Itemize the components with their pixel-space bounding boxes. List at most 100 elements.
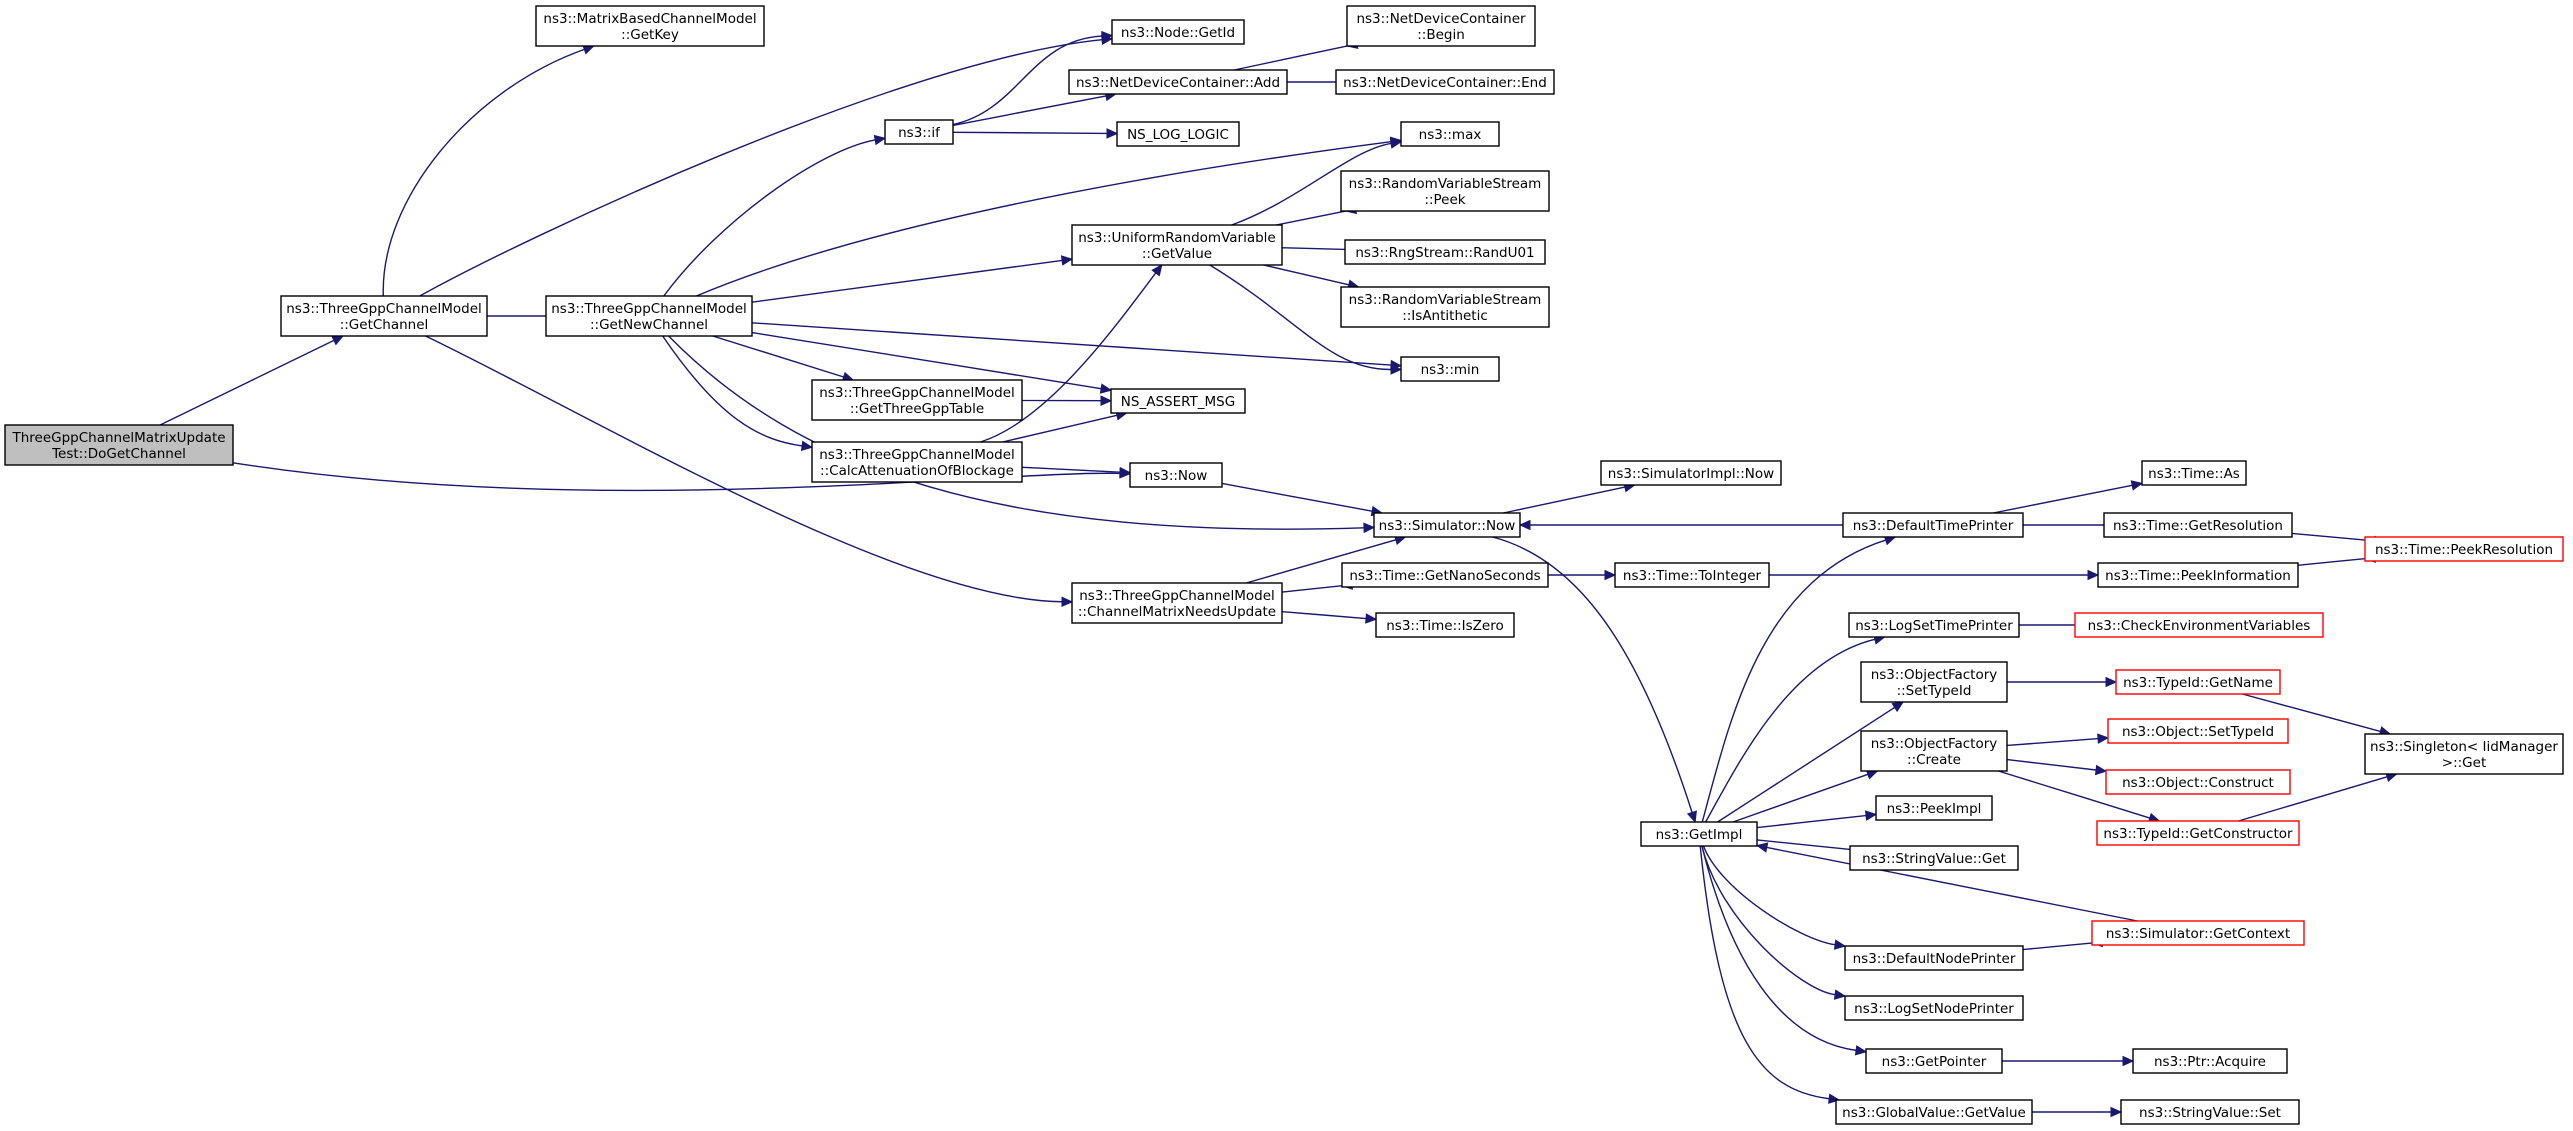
arrowhead [2130,480,2144,491]
node-defNodePrinter[interactable]: ns3::DefaultNodePrinter [1844,945,2024,971]
node-label: ns3::Object::SetTypeId [2122,724,2274,740]
arrowhead [331,335,345,346]
node-timeAs[interactable]: ns3::Time::As [2141,460,2247,486]
node-box [1400,121,1500,147]
node-objSetType[interactable]: ns3::Object::SetTypeId [2107,718,2289,744]
node-peekImpl[interactable]: ns3::PeekImpl [1875,795,1993,821]
node-getChannel[interactable]: ns3::ThreeGppChannelModel::GetChannel [280,295,488,337]
node-peekRes[interactable]: ns3::Time::PeekResolution [2364,536,2564,562]
edge-line [751,331,1102,390]
edge-simCtx-to-getImpl [1755,842,2138,922]
arrowhead [1100,395,1113,406]
node-label: ns3::LogSetTimePrinter [1855,618,2013,634]
arrowhead [1151,264,1163,277]
node-getRes[interactable]: ns3::Time::GetResolution [2103,512,2293,538]
node-label: ns3::ThreeGppChannelModel [819,447,1015,463]
edge-line [159,339,335,426]
node-assertMsg[interactable]: NS_ASSERT_MSG [1110,388,1246,414]
node-gvGetValue[interactable]: ns3::GlobalValue::GetValue [1835,1099,2033,1125]
node-label: NS_LOG_LOGIC [1127,127,1229,143]
node-box [1860,661,2008,703]
node-box [4,424,234,466]
node-calcAtt[interactable]: ns3::ThreeGppChannelModel::CalcAttenuati… [811,441,1023,483]
node-box [1875,795,1993,821]
node-ndcBegin[interactable]: ns3::NetDeviceContainer::Begin [1346,5,1536,47]
edge-line [1701,845,1836,996]
node-checkEnv[interactable]: ns3::CheckEnvironmentVariables [2074,612,2324,638]
node-ndcEnd[interactable]: ns3::NetDeviceContainer::End [1335,69,1555,95]
node-logSetNode[interactable]: ns3::LogSetNodePrinter [1844,995,2024,1021]
edge-line [2006,758,2098,771]
node-max[interactable]: ns3::max [1400,121,1500,147]
node-simNow[interactable]: ns3::Simulator::Now [1373,512,1521,538]
edge-line [1492,536,1693,813]
arrowhead [1833,989,1847,1000]
node-label: ns3::NetDeviceContainer::Add [1076,75,1280,91]
node-peekInfo[interactable]: ns3::Time::PeekInformation [2097,562,2299,588]
node-label: ns3::Object::Construct [2122,775,2274,791]
node-toInteger[interactable]: ns3::Time::ToInteger [1614,562,1770,588]
node-objConstruct[interactable]: ns3::Object::Construct [2105,769,2291,795]
node-label: ns3::Now [1145,468,1208,484]
node-now[interactable]: ns3::Now [1129,462,1223,488]
edge-line [1699,845,1830,1100]
node-strGet[interactable]: ns3::StringValue::Get [1849,845,2019,871]
edge-getTable-to-assertMsg [1019,395,1113,406]
edge-line [1705,638,1876,823]
edge-line [668,335,1365,530]
node-simCtx[interactable]: ns3::Simulator::GetContext [2091,920,2305,946]
edge-calcAtt-to-urvGetValue [980,264,1163,443]
edge-layer [159,30,2398,1118]
node-strSet[interactable]: ns3::StringValue::Set [2120,1099,2300,1125]
node-label: ns3::ThreeGppChannelModel [819,385,1015,401]
node-urvGetValue[interactable]: ns3::UniformRandomVariable::GetValue [1071,224,1283,266]
node-typeGetCtor[interactable]: ns3::TypeId::GetConstructor [2096,820,2300,846]
node-ofSetType[interactable]: ns3::ObjectFactory::SetTypeId [1860,661,2008,703]
node-rvsAnti[interactable]: ns3::RandomVariableStream::IsAntithetic [1340,286,1550,328]
node-min[interactable]: ns3::min [1400,356,1500,382]
edge-nano-to-toInteger [1544,569,1617,581]
node-logLogic[interactable]: NS_LOG_LOGIC [1116,121,1240,147]
node-box [1600,460,1782,486]
node-getNewChannel[interactable]: ns3::ThreeGppChannelModel::GetNewChannel [545,295,753,337]
edge-getNewChannel-to-assertMsg [751,331,1113,394]
node-simImplNow[interactable]: ns3::SimulatorImpl::Now [1600,460,1782,486]
node-rvsPeek[interactable]: ns3::RandomVariableStream::Peek [1340,170,1550,212]
node-nano[interactable]: ns3::Time::GetNanoSeconds [1341,562,1549,588]
node-getImpl[interactable]: ns3::GetImpl [1640,821,1758,847]
edge-getNewChannel-to-urvGetValue [751,255,1074,303]
node-label: ns3::DefaultNodePrinter [1853,951,2016,967]
edge-defNodePrinter-to-simCtx [2022,936,2103,951]
edge-getImpl-to-logSetNode [1701,845,1847,1000]
node-singleton[interactable]: ns3::Singleton< IidManager >::Get [2364,733,2564,775]
arrowhead [1828,1093,1841,1104]
node-ofCreate[interactable]: ns3::ObjectFactory::Create [1860,730,2008,772]
node-defTimePrinter[interactable]: ns3::DefaultTimePrinter [1842,512,2024,538]
node-label: ns3::RngStream::RandU01 [1355,245,1534,261]
node-label: ns3::Node::GetId [1121,25,1235,41]
node-isZero[interactable]: ns3::Time::IsZero [1375,612,1515,638]
node-matrixKey[interactable]: ns3::MatrixBasedChannelModel::GetKey [535,5,765,47]
arrowhead [1518,519,1531,531]
node-root[interactable]: ThreeGppChannelMatrixUpdateTest::DoGetCh… [4,424,234,466]
node-box [1071,224,1283,266]
node-typeGetName[interactable]: ns3::TypeId::GetName [2115,669,2281,695]
edge-line [425,335,1063,603]
edge-line [1263,264,1350,286]
node-nodeGetId[interactable]: ns3::Node::GetId [1111,19,1245,45]
node-needsUpdate[interactable]: ns3::ThreeGppChannelModel::ChannelMatrix… [1071,582,1283,624]
node-label: ns3::DefaultTimePrinter [1853,518,2014,534]
node-ndcAdd[interactable]: ns3::NetDeviceContainer::Add [1068,69,1288,95]
node-label: ns3::Singleton< IidManager [2370,739,2558,755]
node-label: ::SetTypeId [1897,683,1972,699]
node-getTable[interactable]: ns3::ThreeGppChannelModel::GetThreeGppTa… [811,379,1023,421]
node-ptrAcquire[interactable]: ns3::Ptr::Acquire [2132,1048,2288,1074]
node-logSetTime[interactable]: ns3::LogSetTimePrinter [1848,612,2020,638]
node-if[interactable]: ns3::if [884,119,954,145]
node-label: ns3::StringValue::Set [2139,1105,2281,1121]
node-getPointer[interactable]: ns3::GetPointer [1865,1048,2003,1074]
edge-ndcAdd-to-ndcBegin [1234,38,1359,71]
node-randU01[interactable]: ns3::RngStream::RandU01 [1344,239,1546,265]
edge-line [1766,846,2138,922]
